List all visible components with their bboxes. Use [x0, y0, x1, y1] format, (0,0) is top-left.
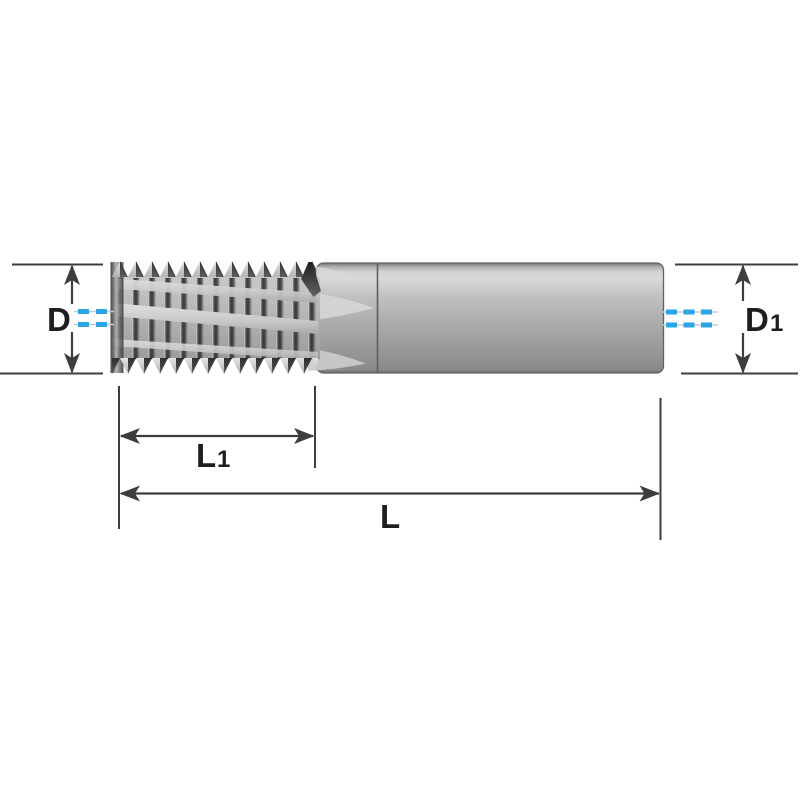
- thread-helix-band-mid: [112, 303, 318, 334]
- d1-arrow-down-icon: [735, 353, 751, 374]
- thread-teeth-bottom: [112, 358, 318, 374]
- d1-arrow-up-icon: [735, 264, 751, 285]
- dimension-labels: D D 1 L 1 L: [47, 301, 783, 535]
- d-arrow-down-icon: [64, 353, 80, 374]
- thread-helix-band-lower: [112, 339, 318, 360]
- l-arrow-right-icon: [639, 485, 660, 502]
- tool-shank: [315, 262, 665, 374]
- thread-helix-band-upper: [112, 278, 318, 303]
- dimension-d1: [675, 263, 798, 375]
- shank-runout-streak-top: [314, 266, 349, 282]
- thread-teeth-top: [112, 261, 316, 277]
- dimension-l1-label: L: [196, 437, 216, 474]
- dimension-d: [0, 263, 103, 375]
- centerlines: [74, 309, 718, 328]
- l-arrow-left-icon: [119, 485, 140, 502]
- dimension-d-label: D: [47, 301, 71, 338]
- dimension-l1-subscript: 1: [217, 446, 230, 473]
- dimension-d1-subscript: 1: [770, 310, 783, 337]
- shank-runout-streak-mid: [308, 292, 374, 321]
- l1-arrow-right-icon: [294, 428, 315, 444]
- shank-runout-streak-bottom: [308, 348, 366, 371]
- d-arrow-up-icon: [64, 264, 80, 285]
- dimension-d1-label: D: [745, 301, 769, 338]
- thread-end-face: [110, 262, 124, 373]
- dimension-l-label: L: [380, 498, 400, 535]
- l1-arrow-left-icon: [119, 428, 140, 444]
- tool-illustration: [110, 261, 665, 374]
- dimension-l1: [118, 386, 316, 529]
- thread-runout-tooth: [301, 262, 321, 297]
- dimension-l: [119, 398, 662, 540]
